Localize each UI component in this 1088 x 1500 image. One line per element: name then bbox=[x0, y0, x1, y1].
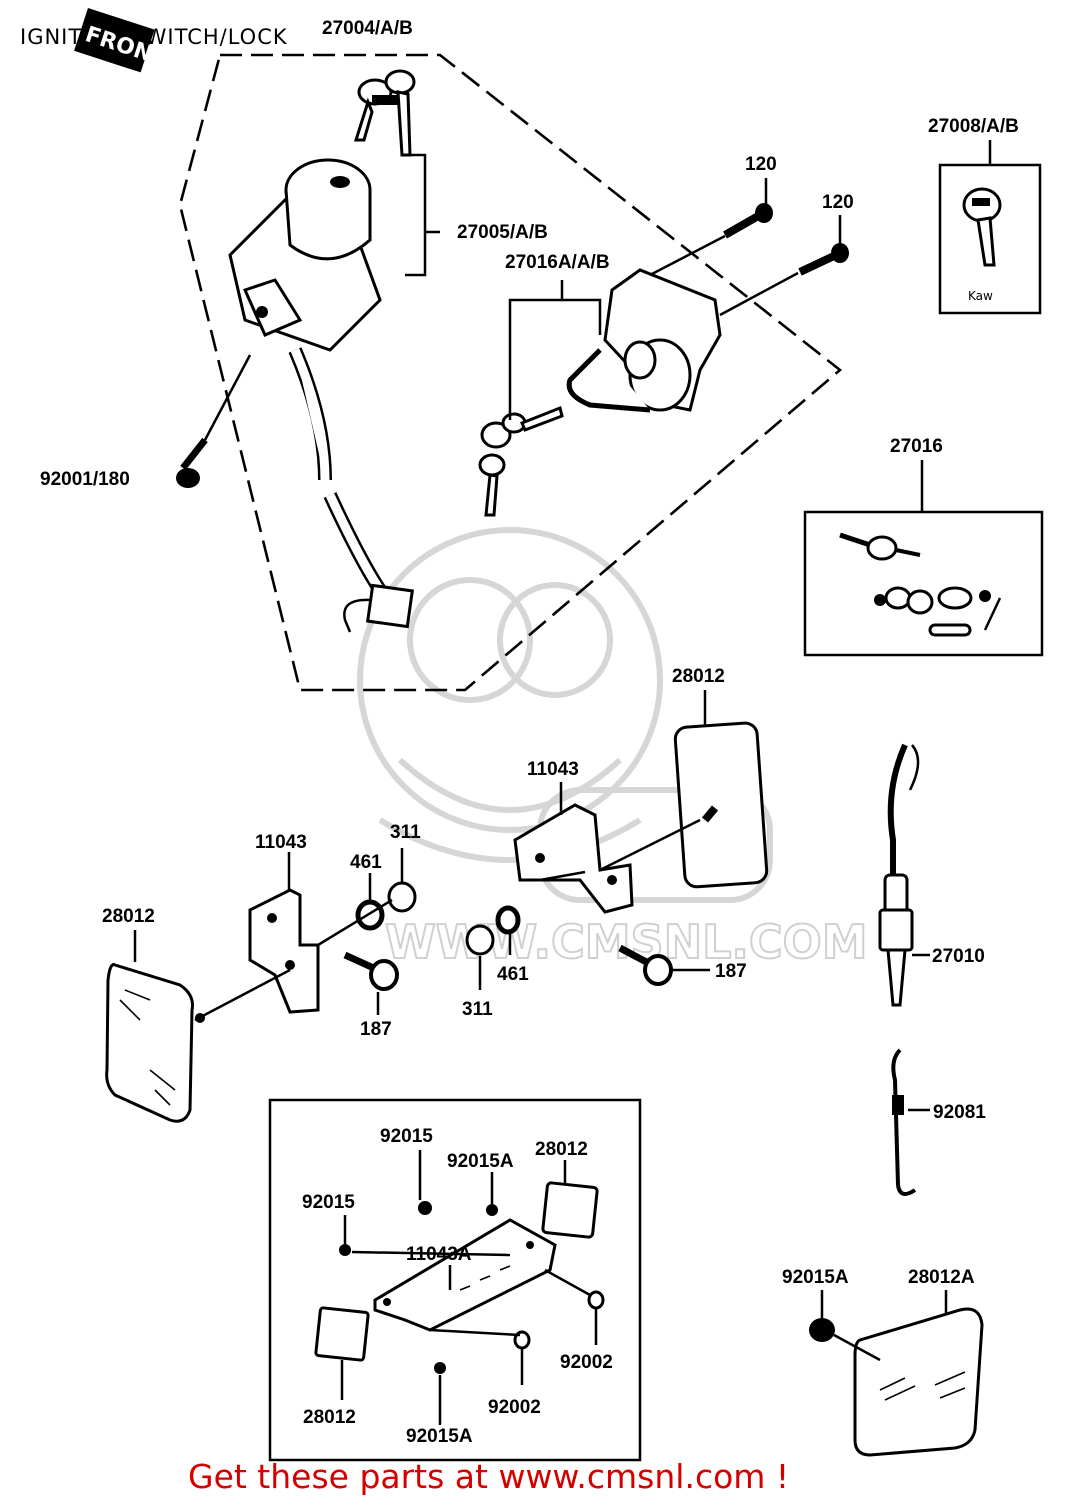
label-switch-right: 27010 bbox=[932, 946, 985, 967]
washer-mid-icon bbox=[465, 924, 495, 956]
label-inset-nut-2: 92015A bbox=[447, 1151, 514, 1172]
label-inset-bracket: 11043A bbox=[406, 1244, 472, 1265]
reflector-top-icon bbox=[673, 721, 769, 889]
label-screw: 92001/180 bbox=[40, 469, 130, 490]
key-blank-icon: Kaw bbox=[962, 187, 1002, 303]
reflector-bottom-right-icon bbox=[853, 1307, 984, 1457]
svg-text:Kaw: Kaw bbox=[968, 289, 993, 303]
label-nut-bottom-right: 92015A bbox=[782, 1267, 849, 1288]
inset-nut-3-icon bbox=[339, 1244, 351, 1256]
inset-screw-1-icon bbox=[587, 1290, 605, 1310]
inset-nut-1-icon bbox=[418, 1201, 432, 1215]
bolt-right-icon bbox=[618, 944, 673, 986]
label-inset-screw-1: 92002 bbox=[560, 1352, 613, 1373]
label-inset-nut-3: 92015 bbox=[302, 1192, 355, 1213]
label-inset-screw-2: 92002 bbox=[488, 1397, 541, 1418]
spring-icon bbox=[891, 1048, 917, 1196]
label-key-blank-2: 27008/A/B bbox=[928, 116, 1019, 137]
nut-bottom-right-icon bbox=[809, 1318, 835, 1342]
bolt-left-icon bbox=[343, 951, 399, 991]
label-inset-nut-1: 92015 bbox=[380, 1126, 433, 1147]
bolt-icon bbox=[723, 203, 849, 276]
key-set-icon bbox=[353, 69, 416, 157]
bracket-left-icon bbox=[248, 888, 320, 1014]
label-reflector-bottom-right: 28012A bbox=[908, 1267, 975, 1288]
lock-set-box bbox=[803, 510, 1044, 657]
label-bolt-b: 120 bbox=[822, 192, 854, 213]
label-nut-mid: 461 bbox=[497, 964, 529, 985]
footer-link[interactable]: Get these parts at www.cmsnl.com ! bbox=[188, 1457, 789, 1496]
label-inset-reflector-2: 28012 bbox=[303, 1407, 356, 1428]
washer-top-icon bbox=[387, 881, 417, 913]
label-washer-top: 311 bbox=[390, 822, 421, 843]
label-bracket-top: 11043 bbox=[527, 759, 579, 780]
label-bolt-left: 187 bbox=[360, 1019, 392, 1040]
label-ignition-switch: 27005/A/B bbox=[457, 222, 548, 243]
label-bolt-a: 120 bbox=[745, 154, 777, 175]
nut-mid-icon bbox=[495, 905, 521, 935]
inset-reflector-2-icon bbox=[314, 1306, 370, 1362]
watermark-text: WWW.CMSNL.COM bbox=[385, 915, 868, 969]
label-nut-top: 461 bbox=[350, 852, 382, 873]
screw-icon bbox=[176, 437, 208, 488]
label-spring: 92081 bbox=[933, 1102, 986, 1123]
assembly-outline bbox=[178, 53, 843, 692]
label-lock-set: 27016 bbox=[890, 436, 943, 457]
ignition-switch-icon bbox=[228, 158, 415, 633]
inset-nut-4-icon bbox=[434, 1362, 446, 1374]
front-arrow-icon: FRONT bbox=[74, 8, 170, 73]
label-inset-reflector-1: 28012 bbox=[535, 1139, 588, 1160]
inset-box bbox=[268, 1098, 642, 1462]
label-reflector-left: 28012 bbox=[102, 906, 155, 927]
page-title: IGNITION SWITCH/LOCK bbox=[20, 25, 288, 49]
label-inset-nut-4: 92015A bbox=[406, 1426, 473, 1447]
label-bracket-left: 11043 bbox=[255, 832, 307, 853]
seat-lock-icon bbox=[566, 268, 722, 413]
bracket-top-icon bbox=[513, 803, 634, 914]
label-key-blank-1: 27004/A/B bbox=[322, 18, 413, 39]
inset-nut-2-icon bbox=[486, 1204, 498, 1216]
inset-reflector-1-icon bbox=[541, 1181, 599, 1239]
label-seat-lock: 27016A/A/B bbox=[505, 252, 610, 273]
lock-key-icon bbox=[478, 405, 564, 517]
label-bolt-right: 187 bbox=[715, 961, 747, 982]
watermark-logo: WWW.CMSNL.COM bbox=[357, 527, 869, 970]
reflector-left-icon bbox=[105, 963, 194, 1123]
label-reflector-top: 28012 bbox=[672, 666, 725, 687]
label-washer-mid: 311 bbox=[462, 999, 493, 1020]
switch-icon bbox=[878, 743, 920, 1007]
lock-set-parts-icon bbox=[839, 532, 1002, 637]
inset-bracket-icon bbox=[373, 1218, 557, 1332]
nut-top-icon bbox=[355, 899, 385, 931]
